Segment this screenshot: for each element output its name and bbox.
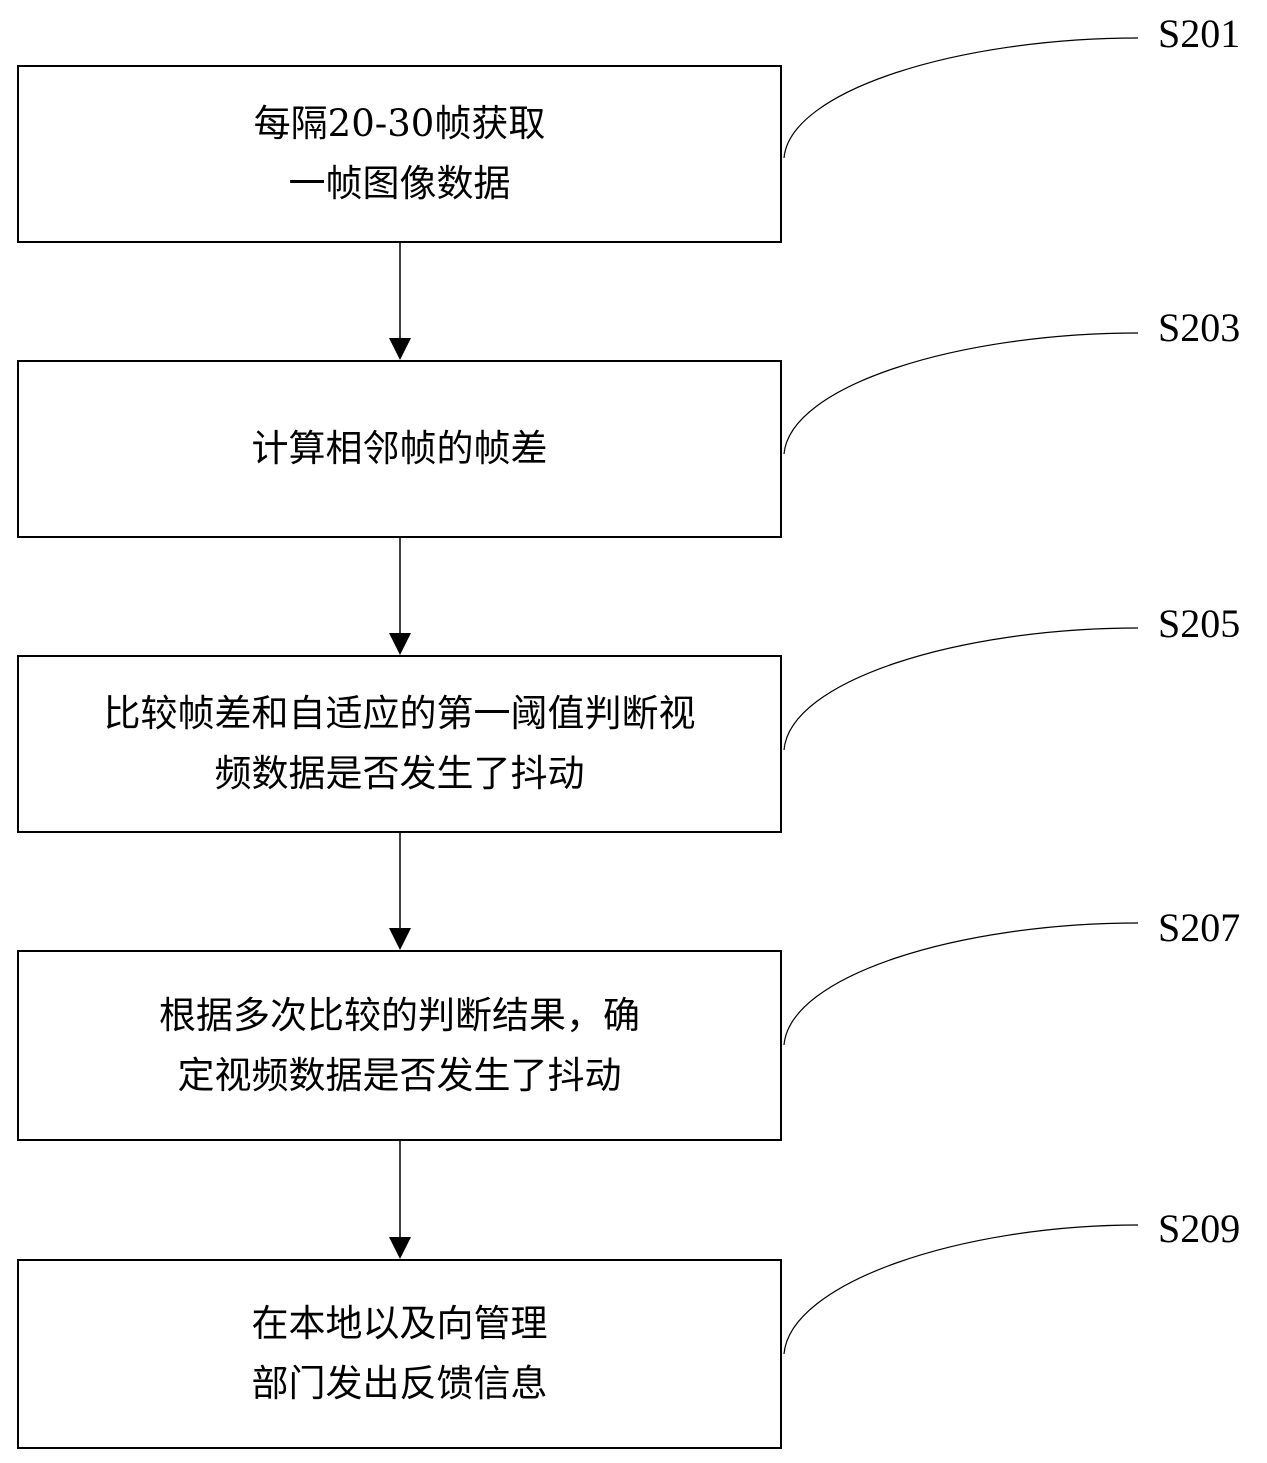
step-label-s201: S201 — [1158, 11, 1241, 56]
arrowhead-icon — [389, 338, 411, 360]
step-text-s205: 比较帧差和自适应的第一阈值判断视 频数据是否发生了抖动 — [103, 692, 696, 795]
arrowhead-icon — [389, 633, 411, 655]
arrow-s203-s205 — [389, 538, 411, 655]
step-label-s203: S203 — [1158, 305, 1241, 350]
step-box-s203: 计算相邻帧的帧差 — [17, 360, 782, 538]
step-box-s207: 根据多次比较的判断结果，确 定视频数据是否发生了抖动 — [17, 950, 782, 1141]
step-box-s201: 每隔20-30帧获取 一帧图像数据 — [17, 65, 782, 243]
leader-line-s203 — [783, 332, 1139, 455]
step-box-s209: 在本地以及向管理 部门发出反馈信息 — [17, 1259, 782, 1449]
arrow-s207-s209 — [389, 1141, 411, 1259]
arrow-s205-s207 — [389, 833, 411, 950]
step-label-s205: S205 — [1158, 601, 1241, 646]
step-text-s201: 每隔20-30帧获取 一帧图像数据 — [253, 102, 546, 205]
leader-line-s201 — [783, 37, 1139, 159]
leader-line-s205 — [783, 627, 1139, 751]
arrowhead-icon — [389, 1237, 411, 1259]
arrowhead-icon — [389, 928, 411, 950]
leader-line-s207 — [783, 922, 1139, 1046]
step-label-s209: S209 — [1158, 1206, 1241, 1251]
step-box-s205: 比较帧差和自适应的第一阈值判断视 频数据是否发生了抖动 — [17, 655, 782, 833]
leader-line-s209 — [783, 1224, 1139, 1355]
step-text-s207: 根据多次比较的判断结果，确 定视频数据是否发生了抖动 — [159, 993, 640, 1097]
step-text-s209: 在本地以及向管理 部门发出反馈信息 — [251, 1302, 548, 1405]
arrow-s201-s203 — [389, 243, 411, 360]
step-text-s203: 计算相邻帧的帧差 — [251, 427, 548, 470]
step-label-s207: S207 — [1158, 905, 1241, 950]
